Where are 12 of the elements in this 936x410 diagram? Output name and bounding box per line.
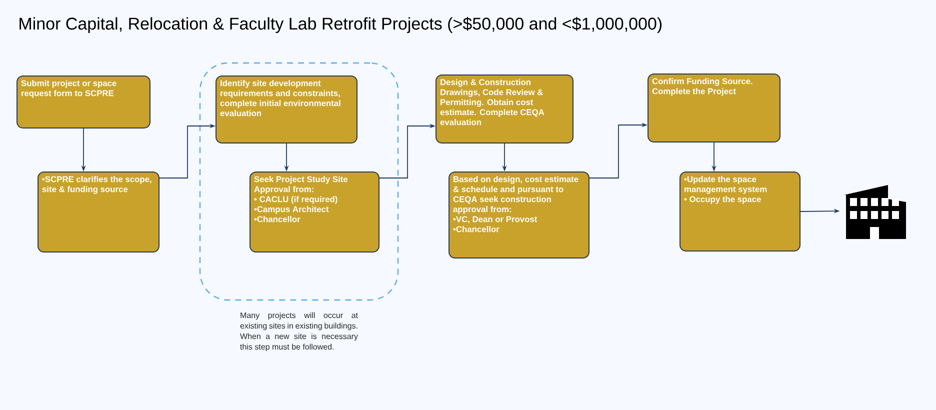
title: Minor Capital, Relocation & Faculty Lab Retrofit Projects (>$50,000 and <$1,000,000) xyxy=(20,16,662,34)
process-box: •SCPRE clarifies the scope, site & funding source xyxy=(38,172,160,252)
process-box: Identify site development requirements and constraints, complete initial environmental evaluation xyxy=(216,76,358,144)
process-box: Seek Project Study Site Approval from: • CACLU (if required) •Campus Architect •Chancellor xyxy=(250,172,380,252)
dashed-region xyxy=(199,62,399,301)
note-text: Many projects will occur at existing sites in existing buildings. When a new site is necessary this step must be followed. xyxy=(240,312,358,352)
building-drawing xyxy=(844,185,906,239)
process-box: Based on design, cost estimate & schedule and pursuant to CEQA seek construction approval from: •VC, Dean or Provost •Chancellor xyxy=(448,172,590,258)
process-box: Confirm Funding Source. Complete the Project xyxy=(648,74,780,142)
process-box: Submit project or space request form to SCPRE xyxy=(16,76,150,128)
process-box: Design & Construction Drawings, Code Review & Permitting. Obtain cost estimate. Complete CEQA evaluation xyxy=(436,74,574,144)
process-box: •Update the space management system • Occupy the space xyxy=(680,172,800,252)
